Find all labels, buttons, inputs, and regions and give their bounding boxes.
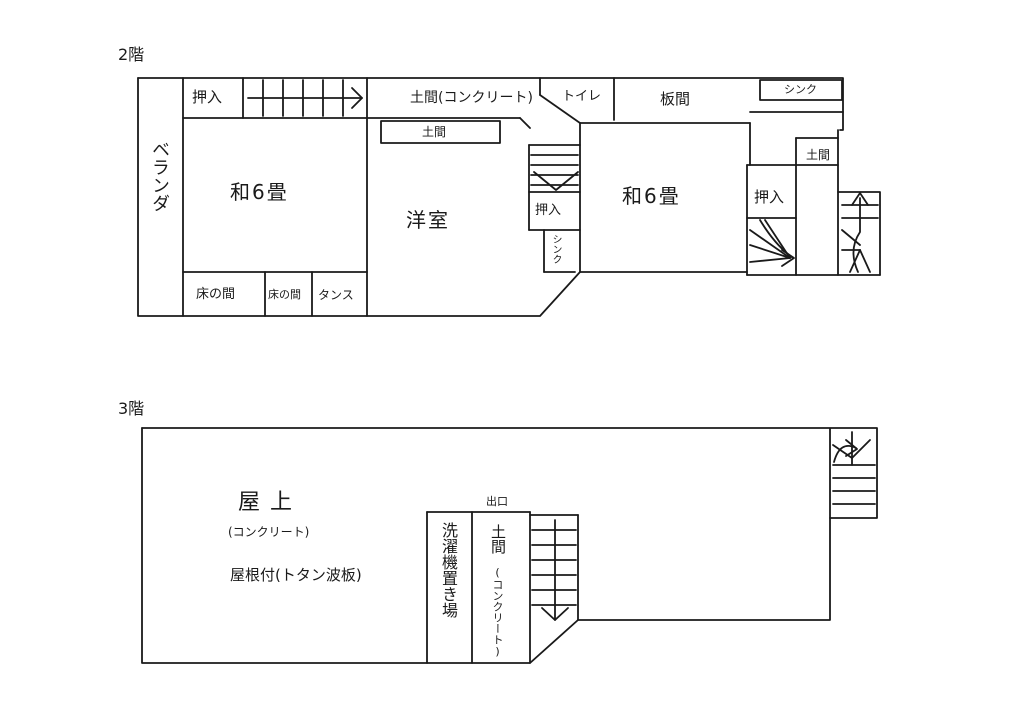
okujo-note-label: (コンクリート) [228,525,310,539]
floor2-stair-top [247,79,363,117]
floor2-stair-middle [530,154,579,191]
washitsu-left-label: 和6畳 [230,180,289,204]
oshiire-left-label: 押入 [192,88,223,106]
deguchi-label: 出口 [486,495,508,508]
floor2-stair-spiral [841,192,879,273]
doma-right-label: 土間 [806,148,831,162]
doma-3f-note-label: (コンクリート) [491,566,504,658]
tansu-label: タンス [318,288,354,302]
tokonoma-2-label: 床の間 [268,288,301,301]
yane-label: 屋根付(トタン波板) [230,566,362,584]
sentaku-label: 洗濯機置き場 [439,522,458,618]
floor2-title: 2階 [118,45,145,64]
youshitsu-label: 洋室 [406,208,450,232]
veranda-label: ベランダ [149,140,170,212]
floor3-walls [141,427,878,664]
sink-mid-label: シンク [550,234,561,264]
washitsu-right-label: 和6畳 [622,184,681,208]
oshiire-right-label: 押入 [754,188,785,206]
doma-small-label: 土間 [422,125,447,139]
tokonoma-1-label: 床の間 [196,287,236,302]
floor2-stair-winding [749,219,795,267]
okujo-label: 屋上 [238,490,303,515]
doma-3f-label: 土間 [489,524,507,554]
oshiire-mid-label: 押入 [535,203,562,218]
floor3-stair-spiral [832,431,876,505]
doma-top-label: 土間(コンクリート) [410,90,533,106]
toilet-label: トイレ [562,89,602,104]
floor3-title: 3階 [118,399,145,418]
itama-label: 板間 [660,90,691,108]
sink-top-label: シンク [784,83,817,96]
floor3-stair [531,519,577,621]
floor2-walls [137,77,881,317]
